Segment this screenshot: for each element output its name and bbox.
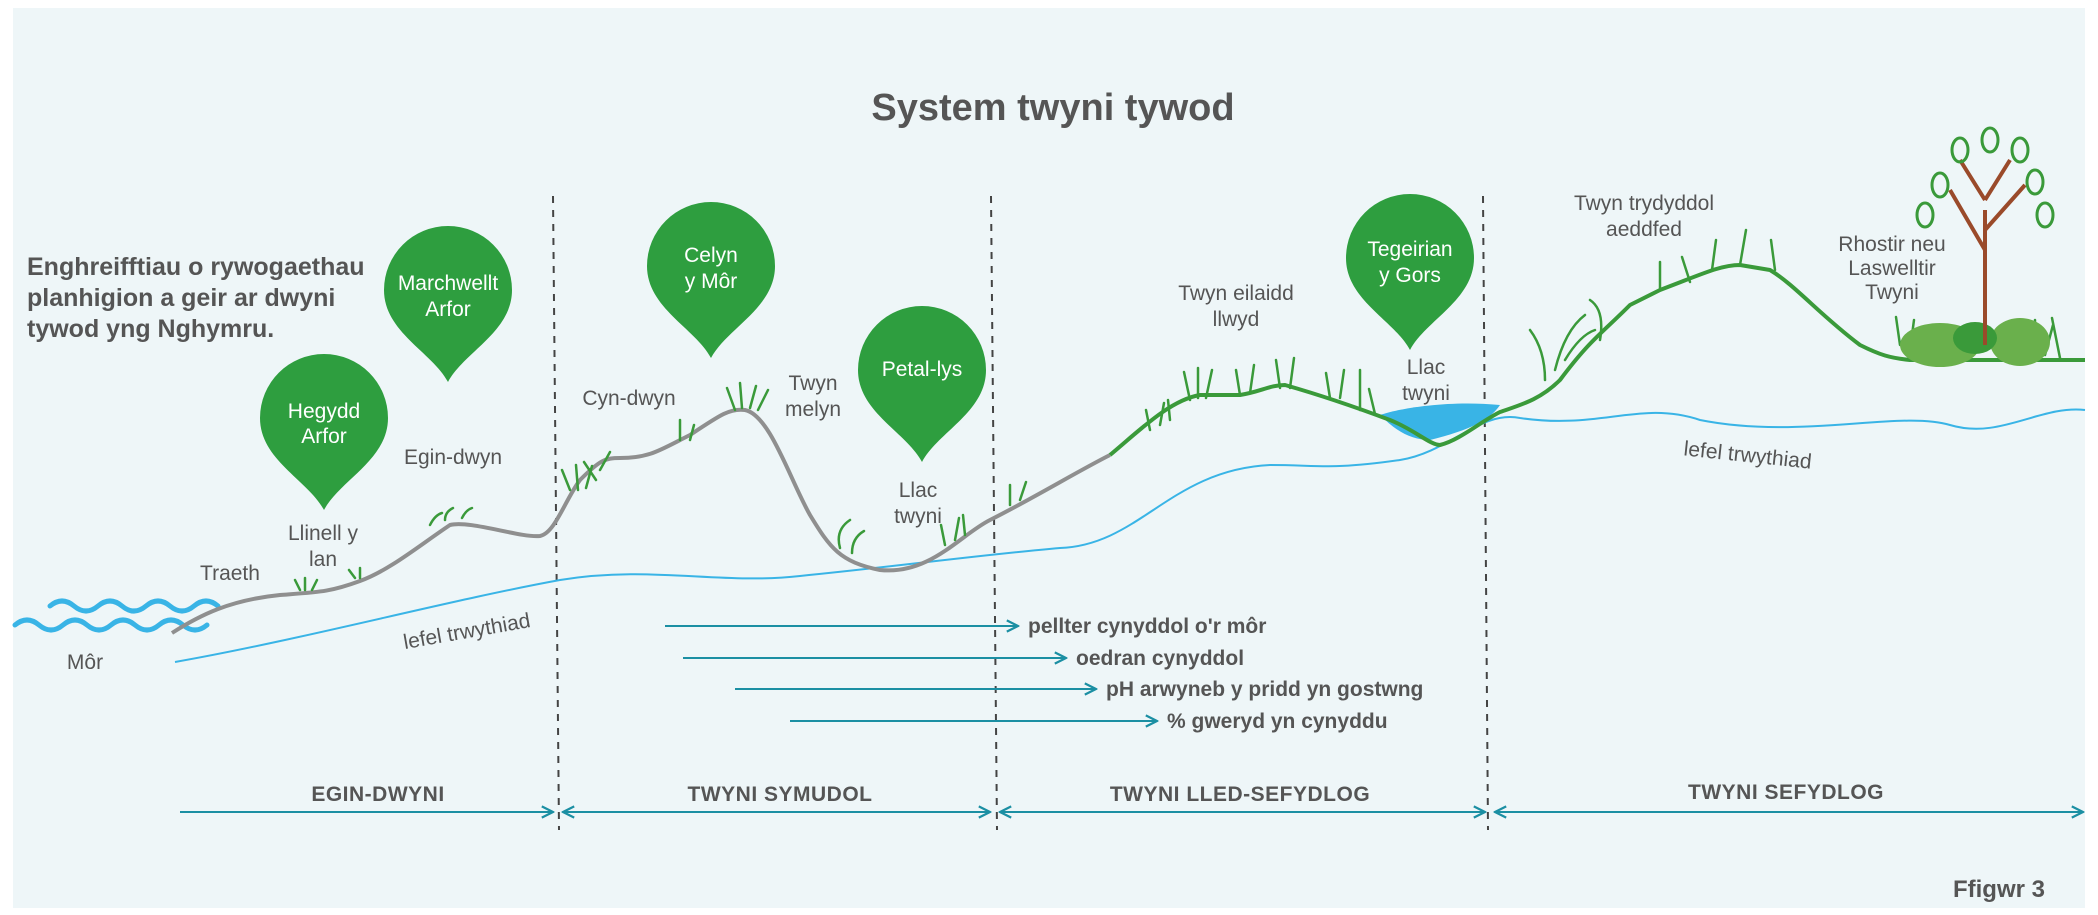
label-strandline: lan <box>309 548 337 571</box>
label-embryo-dune: Egin-dwyn <box>404 446 502 469</box>
trend-label: % gweryd yn cynyddu <box>1167 710 1388 733</box>
trend-label: pH arwyneb y pridd yn gostwng <box>1106 678 1423 701</box>
pin-label: Petal-lys <box>882 358 963 381</box>
label-yellow-dune: melyn <box>785 398 841 421</box>
label-heath: Laswelltir <box>1848 257 1936 280</box>
habitat-labels: Môr Traeth Llinell y lan Egin-dwyn Cyn-d… <box>67 192 1946 674</box>
label-mature-dune: Twyn trydyddol <box>1574 192 1714 215</box>
pin-label: y Môr <box>685 270 738 293</box>
label-slack: Llac <box>1407 356 1446 379</box>
pin-tegeirian-y-gors: Tegeirian y Gors <box>1346 194 1474 350</box>
tree <box>1915 126 2055 345</box>
figure-label: Ffigwr 3 <box>1953 876 2045 903</box>
pin-label: Tegeirian <box>1367 238 1452 261</box>
label-slack: twyni <box>894 505 942 528</box>
zone-label: TWYNI SEFYDLOG <box>1688 781 1884 804</box>
label-beach: Traeth <box>200 562 260 585</box>
trend-label: pellter cynyddol o'r môr <box>1028 615 1266 638</box>
label-grey-dune: Twyn eilaidd <box>1178 282 1294 305</box>
pin-celyn-y-mor: Celyn y Môr <box>647 202 775 358</box>
zone-label: TWYNI SYMUDOL <box>688 783 873 806</box>
zone-divider <box>552 195 560 831</box>
trend-arrows <box>665 626 1157 721</box>
label-yellow-dune: Twyn <box>788 372 837 395</box>
pin-label: Hegydd <box>288 400 360 423</box>
pin-label: Celyn <box>684 244 738 267</box>
pin-label: Arfor <box>425 298 471 321</box>
label-strandline: Llinell y <box>288 522 359 545</box>
diagram-title: System twyni tywod <box>871 87 1234 129</box>
trend-labels: pellter cynyddol o'r môr oedran cynyddol… <box>1028 615 1423 733</box>
mobile-dune-profile <box>170 407 1111 635</box>
pin-label: Arfor <box>301 425 347 448</box>
trend-label: oedran cynyddol <box>1076 647 1244 670</box>
label-grey-dune: llwyd <box>1213 308 1260 331</box>
intro-text: Enghreifftiau o rywogaethau planhigion a… <box>27 253 365 343</box>
pin-label: y Gors <box>1379 264 1441 287</box>
vegetation <box>293 228 2062 592</box>
sea-waves <box>12 598 221 633</box>
label-foredune: Cyn-dwyn <box>582 387 675 410</box>
label-slack: Llac <box>899 479 938 502</box>
zone-label: TWYNI LLED-SEFYDLOG <box>1110 783 1370 806</box>
grey-dune-profile <box>1108 263 2085 457</box>
label-sea: Môr <box>67 651 103 674</box>
water-table-label: lefel trwythiad <box>1683 437 1813 473</box>
zone-label: EGIN-DWYNI <box>311 783 444 806</box>
pin-hegydd-arfor: Hegydd Arfor <box>260 354 388 510</box>
zone-divider <box>990 195 998 831</box>
shrubs <box>1900 318 2050 367</box>
zone-divider <box>1482 195 1489 831</box>
pin-petal-lys: Petal-lys <box>858 306 986 462</box>
pin-label: Marchwellt <box>398 272 499 295</box>
water-table-lines <box>174 408 2086 663</box>
label-heath: Twyni <box>1865 281 1919 304</box>
label-heath: Rhostir neu <box>1838 233 1945 256</box>
zone-labels: EGIN-DWYNI TWYNI SYMUDOL TWYNI LLED-SEFY… <box>311 781 1884 806</box>
water-table-label: lefel trwythiad <box>402 609 532 654</box>
label-mature-dune: aeddfed <box>1606 218 1682 241</box>
pin-marchwellt-arfor: Marchwellt Arfor <box>384 226 512 382</box>
label-slack: twyni <box>1402 382 1450 405</box>
